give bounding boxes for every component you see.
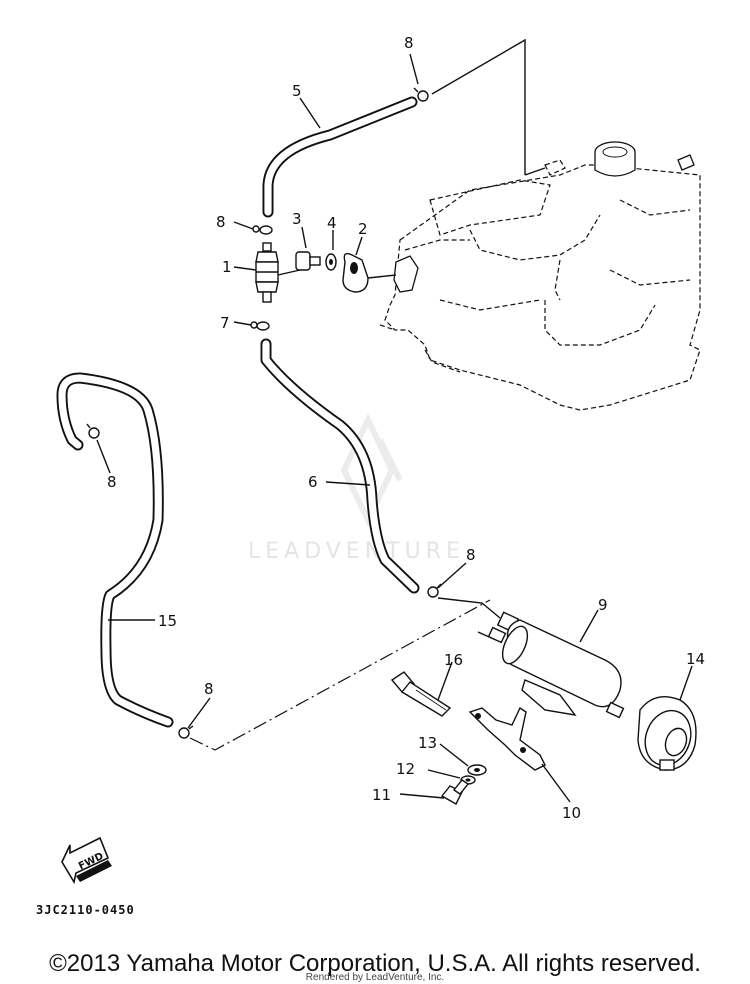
leader-pump-outlet — [189, 599, 491, 751]
callout-14: 14 — [686, 650, 705, 668]
callout-8-top: 8 — [404, 34, 414, 52]
callout-4: 4 — [327, 214, 337, 232]
callout-6: 6 — [308, 473, 318, 491]
clip-8-middle — [427, 583, 442, 598]
callout-2: 2 — [358, 220, 368, 238]
callout-8-filter: 8 — [216, 213, 226, 231]
watermark-text: LEADVENTURE — [248, 539, 465, 564]
diagram-code: 3JC2110-0450 — [36, 903, 135, 917]
washer-4 — [325, 253, 337, 271]
clip-8-bottom — [178, 725, 194, 739]
leader-top-vent-end — [524, 167, 546, 176]
clip-8-filter-top — [252, 225, 273, 235]
callout-1: 1 — [222, 258, 232, 276]
bolt-16 — [390, 671, 452, 717]
callout-8-middle: 8 — [466, 546, 476, 564]
callout-3: 3 — [292, 210, 302, 228]
callout-12: 12 — [396, 760, 415, 778]
clip-8-left — [86, 423, 100, 439]
callout-8-bottom: 8 — [204, 680, 214, 698]
washer-13 — [467, 764, 487, 776]
fuel-pump-9 — [487, 611, 625, 719]
fuel-tank — [379, 141, 701, 411]
bracket-2 — [342, 252, 369, 293]
callout-leaders — [96, 53, 693, 803]
pump-bracket-10 — [468, 706, 546, 771]
leader-filter-bolt — [277, 269, 301, 276]
hose-15 — [56, 372, 174, 728]
hose-5 — [262, 96, 418, 218]
leader-pump-inlet — [437, 597, 501, 619]
callout-13: 13 — [418, 734, 437, 752]
callout-5: 5 — [292, 82, 302, 100]
copyright-text: ©2013 Yamaha Motor Corporation, U.S.A. A… — [49, 950, 701, 977]
rendered-by-text: Rendered by LeadVenture, Inc. — [305, 972, 445, 983]
leader-top-vent — [431, 38, 526, 175]
callout-11: 11 — [372, 786, 391, 804]
watermark-logo — [340, 413, 403, 527]
callout-15: 15 — [158, 612, 177, 630]
clip-7 — [250, 321, 270, 331]
callout-10: 10 — [562, 804, 581, 822]
hose-6 — [260, 338, 420, 594]
bolt-11 — [440, 779, 470, 805]
callout-8-left: 8 — [107, 473, 117, 491]
callout-9: 9 — [598, 596, 608, 614]
cover-14 — [637, 696, 697, 771]
fwd-arrow-icon: FWD — [61, 836, 112, 885]
callout-16: 16 — [444, 651, 463, 669]
bolt-3 — [295, 251, 321, 271]
leader-bracket-tank — [367, 274, 397, 279]
fuel-filter-1 — [255, 242, 279, 303]
callout-7: 7 — [220, 314, 230, 332]
clip-8-top — [413, 87, 429, 102]
